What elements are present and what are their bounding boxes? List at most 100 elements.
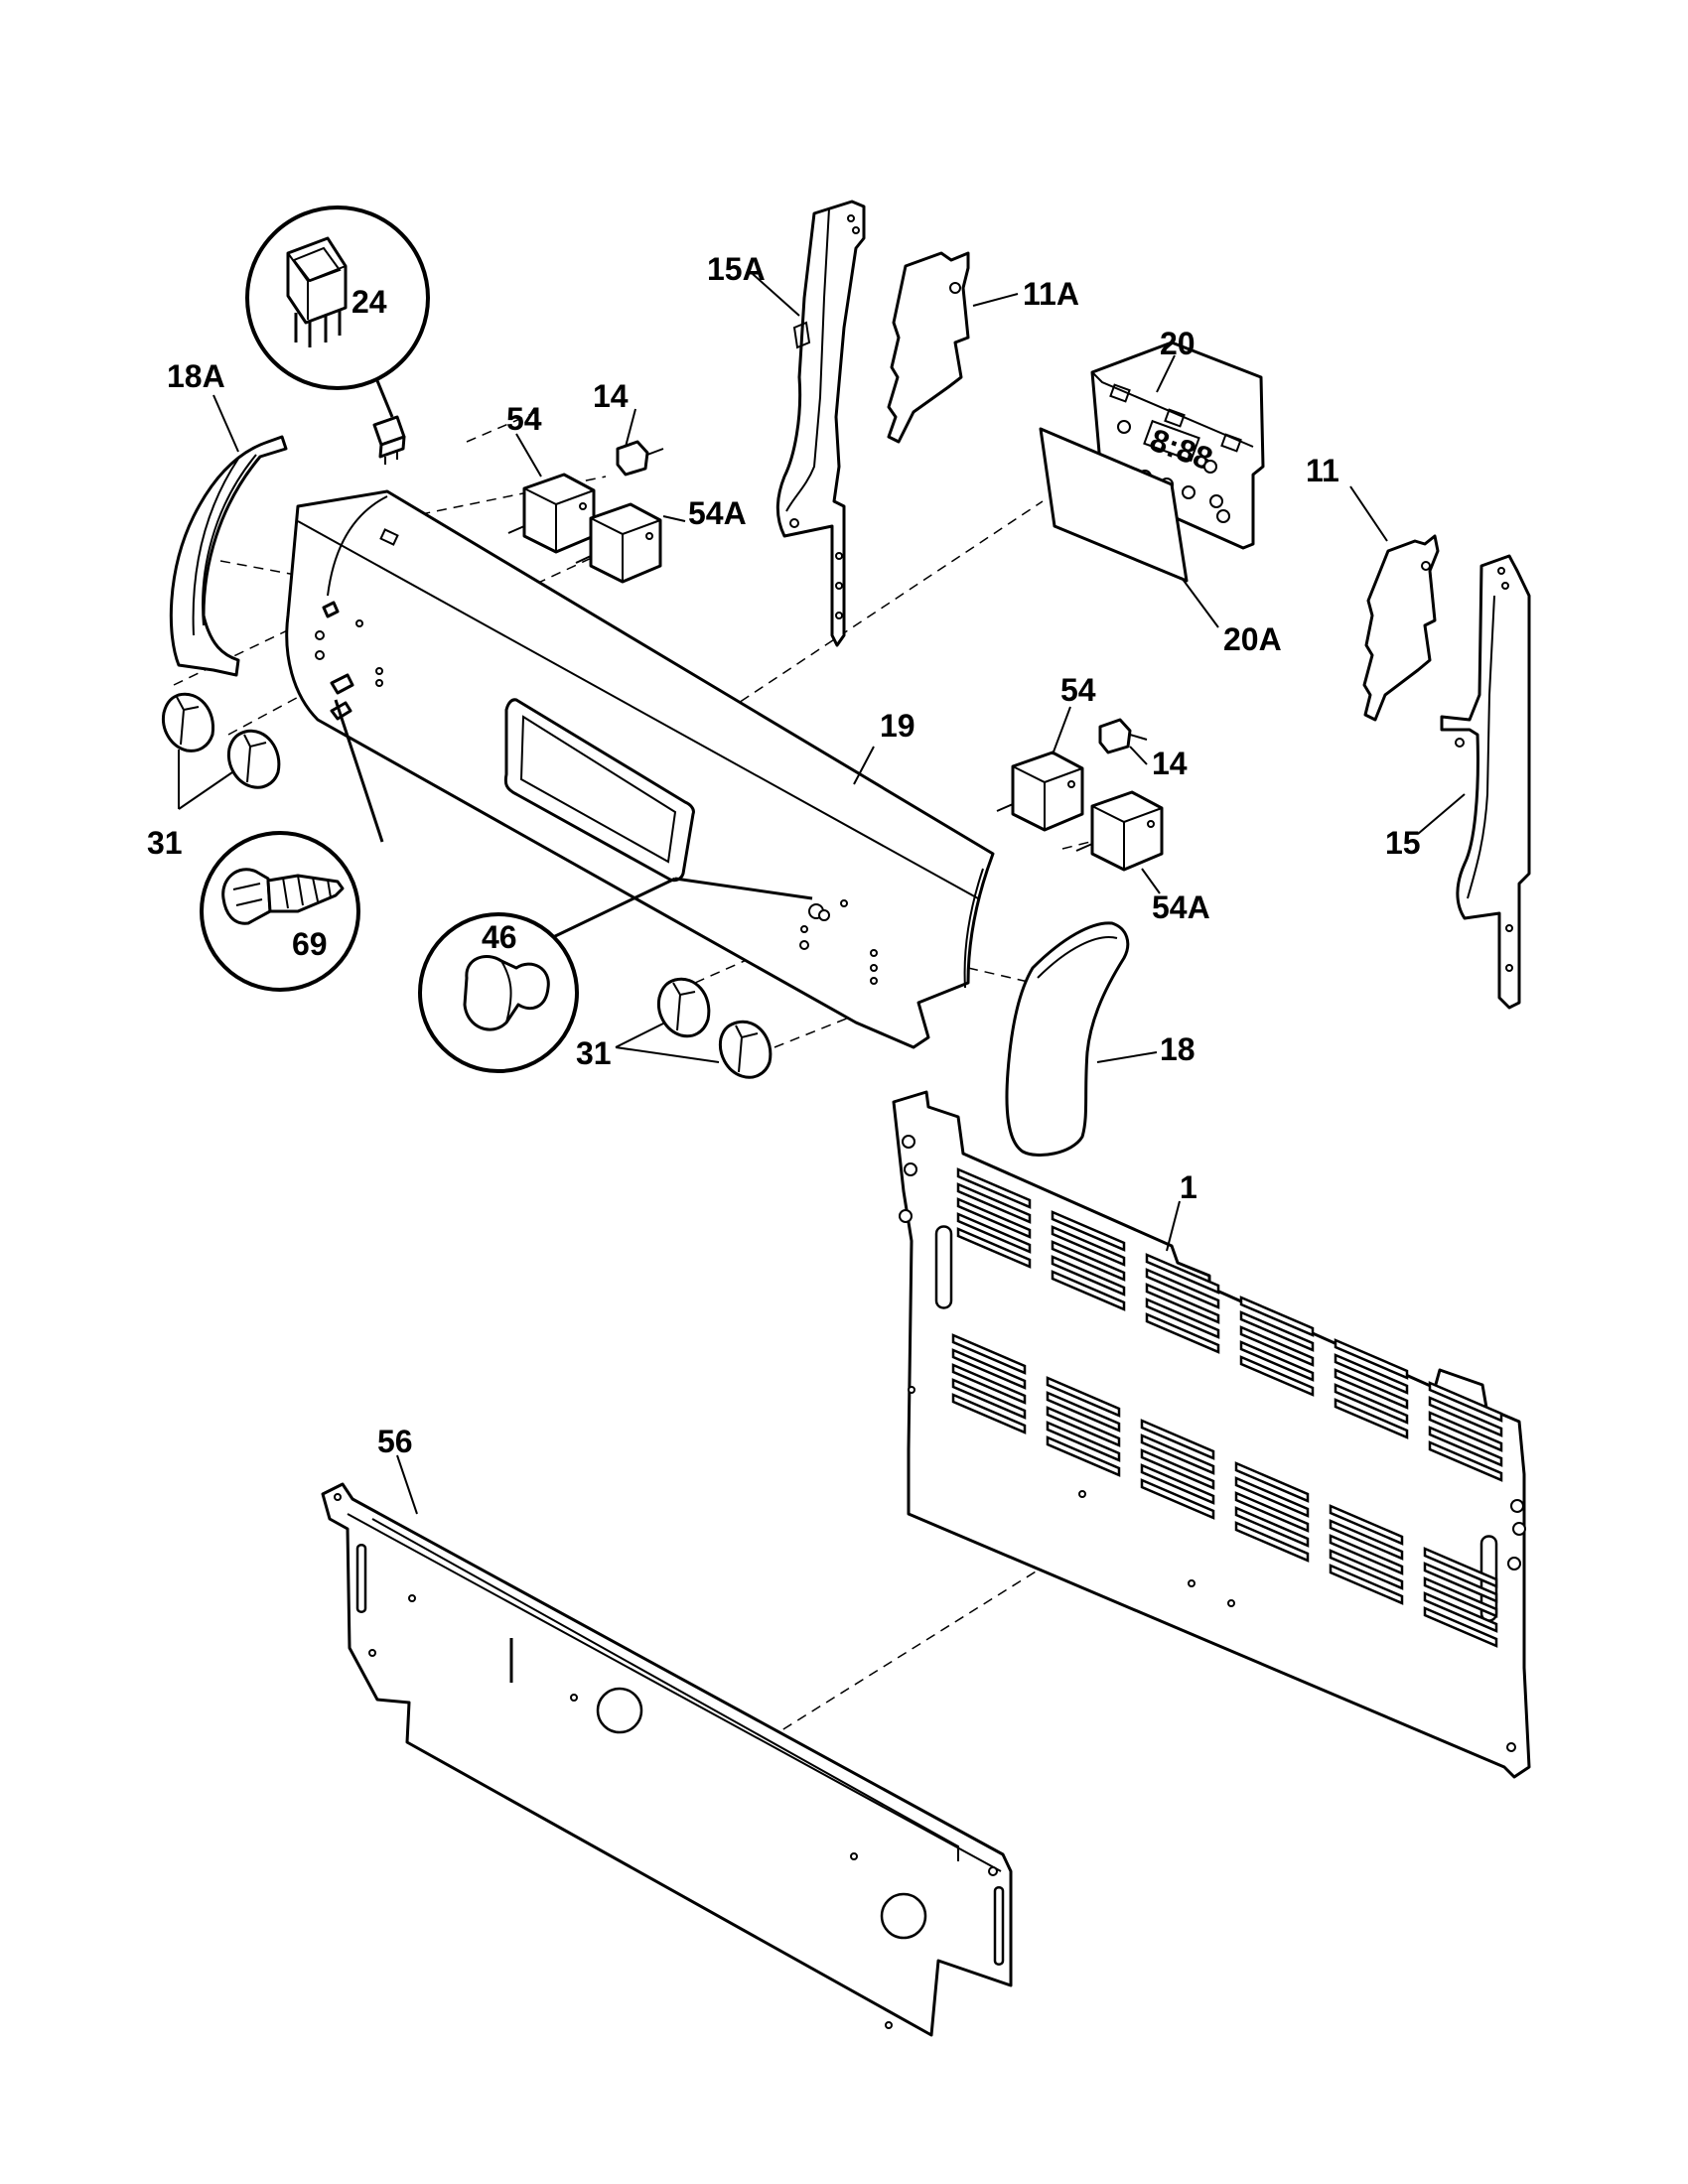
callout-labels: 1 11 11A 14 14 15 15A 18 18A 19 20 20A 2… <box>147 251 1421 1459</box>
callout-11a: 11A <box>1023 276 1079 312</box>
leader-lines <box>178 273 1466 1515</box>
indicator-light-right-14 <box>1098 718 1148 754</box>
callout-15: 15 <box>1385 825 1421 861</box>
louver-slot <box>956 1212 1032 1254</box>
louver-slot <box>1145 1283 1220 1324</box>
callout-24: 24 <box>352 284 387 320</box>
louver-slot <box>1239 1325 1315 1367</box>
infinite-switch-upper-54 <box>507 473 596 554</box>
louver-slot <box>1334 1398 1409 1439</box>
louver-slot <box>951 1363 1027 1405</box>
callout-1: 1 <box>1180 1169 1197 1205</box>
side-bracket-15 <box>1440 554 1531 1010</box>
louver-slot <box>1329 1504 1404 1546</box>
louver-slot <box>1046 1421 1121 1462</box>
louver-slot <box>1239 1340 1315 1382</box>
callout-11: 11 <box>1306 453 1339 488</box>
callout-69: 69 <box>292 926 328 962</box>
louver-slot <box>1428 1440 1503 1482</box>
rear-panel-1 <box>892 1090 1531 1779</box>
rocker-switch-small-24 <box>372 415 406 465</box>
louver-slot <box>1145 1268 1220 1309</box>
louver-slot <box>1051 1255 1126 1297</box>
louver-slot <box>1334 1383 1409 1425</box>
lower-frame-56 <box>321 1482 1013 2037</box>
louver-slot <box>951 1378 1027 1420</box>
callout-14-right: 14 <box>1152 746 1188 781</box>
knob-left-lower-31 <box>226 729 281 789</box>
louver-slot <box>1145 1312 1220 1354</box>
infinite-switch-upper-54a <box>575 502 662 584</box>
callout-18a: 18A <box>167 358 225 394</box>
rear-panel-louvers <box>951 1167 1503 1648</box>
side-bracket-15a <box>775 200 866 647</box>
louver-slot <box>956 1197 1032 1239</box>
louver-slot <box>1140 1448 1215 1490</box>
end-cap-right-18 <box>1005 921 1130 1157</box>
indicator-light-upper-14 <box>616 440 664 477</box>
louver-slot <box>1234 1491 1310 1533</box>
callout-18: 18 <box>1160 1031 1196 1067</box>
callout-54-right: 54 <box>1060 672 1096 708</box>
louver-slot <box>1234 1476 1310 1518</box>
louver-slot <box>1428 1396 1503 1437</box>
side-insulation-11a <box>887 251 970 444</box>
louver-slot <box>1140 1478 1215 1520</box>
louver-slot <box>1234 1461 1310 1503</box>
callout-46: 46 <box>482 919 517 955</box>
louver-slot <box>1329 1519 1404 1561</box>
louver-slot <box>1428 1381 1503 1423</box>
louver-slot <box>1423 1576 1498 1618</box>
louver-slot <box>951 1333 1027 1375</box>
louver-slot <box>1234 1506 1310 1548</box>
louver-slot <box>1140 1433 1215 1475</box>
louver-slot <box>956 1227 1032 1269</box>
louver-slot <box>1140 1463 1215 1505</box>
knob-right-upper-31 <box>656 977 711 1038</box>
louver-slot <box>1334 1353 1409 1395</box>
callout-56: 56 <box>377 1424 413 1459</box>
callout-20a: 20A <box>1223 621 1282 657</box>
callout-31-right: 31 <box>576 1035 612 1071</box>
louver-slot <box>1423 1591 1498 1633</box>
louver-slot <box>956 1167 1032 1209</box>
end-cap-left-18a <box>169 435 288 677</box>
louver-slot <box>1051 1270 1126 1311</box>
louver-slot <box>1145 1253 1220 1295</box>
infinite-switch-right-54a <box>1075 790 1164 872</box>
detail-circle-46 <box>418 877 813 1073</box>
detail-circle-24 <box>245 205 430 418</box>
louver-slot <box>1145 1297 1220 1339</box>
callout-54-upper: 54 <box>506 401 542 437</box>
louver-slot <box>1239 1355 1315 1397</box>
louver-slot <box>1046 1376 1121 1418</box>
infinite-switch-right-54 <box>996 751 1084 832</box>
callout-15a: 15A <box>707 251 766 287</box>
louver-slot <box>956 1182 1032 1224</box>
louver-slot <box>1334 1338 1409 1380</box>
louver-slot <box>1051 1225 1126 1267</box>
callout-54a-right: 54A <box>1152 889 1210 925</box>
louver-slot <box>1239 1310 1315 1352</box>
louver-slot <box>1423 1606 1498 1648</box>
louver-slot <box>1140 1419 1215 1460</box>
louver-slot <box>951 1348 1027 1390</box>
panel-screws <box>322 601 830 921</box>
louver-slot <box>1046 1435 1121 1477</box>
louver-slot <box>1046 1406 1121 1447</box>
louver-slot <box>1239 1296 1315 1337</box>
knob-right-lower-31 <box>718 1020 773 1079</box>
callout-31-left: 31 <box>147 825 183 861</box>
louver-slot <box>1046 1391 1121 1433</box>
knob-left-upper-31 <box>161 692 215 752</box>
louver-slot <box>1051 1210 1126 1252</box>
callout-54a-upper: 54A <box>688 495 747 531</box>
louver-slot <box>1423 1547 1498 1588</box>
louver-slot <box>1329 1564 1404 1605</box>
detail-circle-69 <box>200 699 384 992</box>
clock-overlay-20a <box>1039 427 1189 583</box>
louver-slot <box>1329 1534 1404 1575</box>
louver-slot <box>1329 1549 1404 1590</box>
louver-slot <box>1428 1411 1503 1452</box>
